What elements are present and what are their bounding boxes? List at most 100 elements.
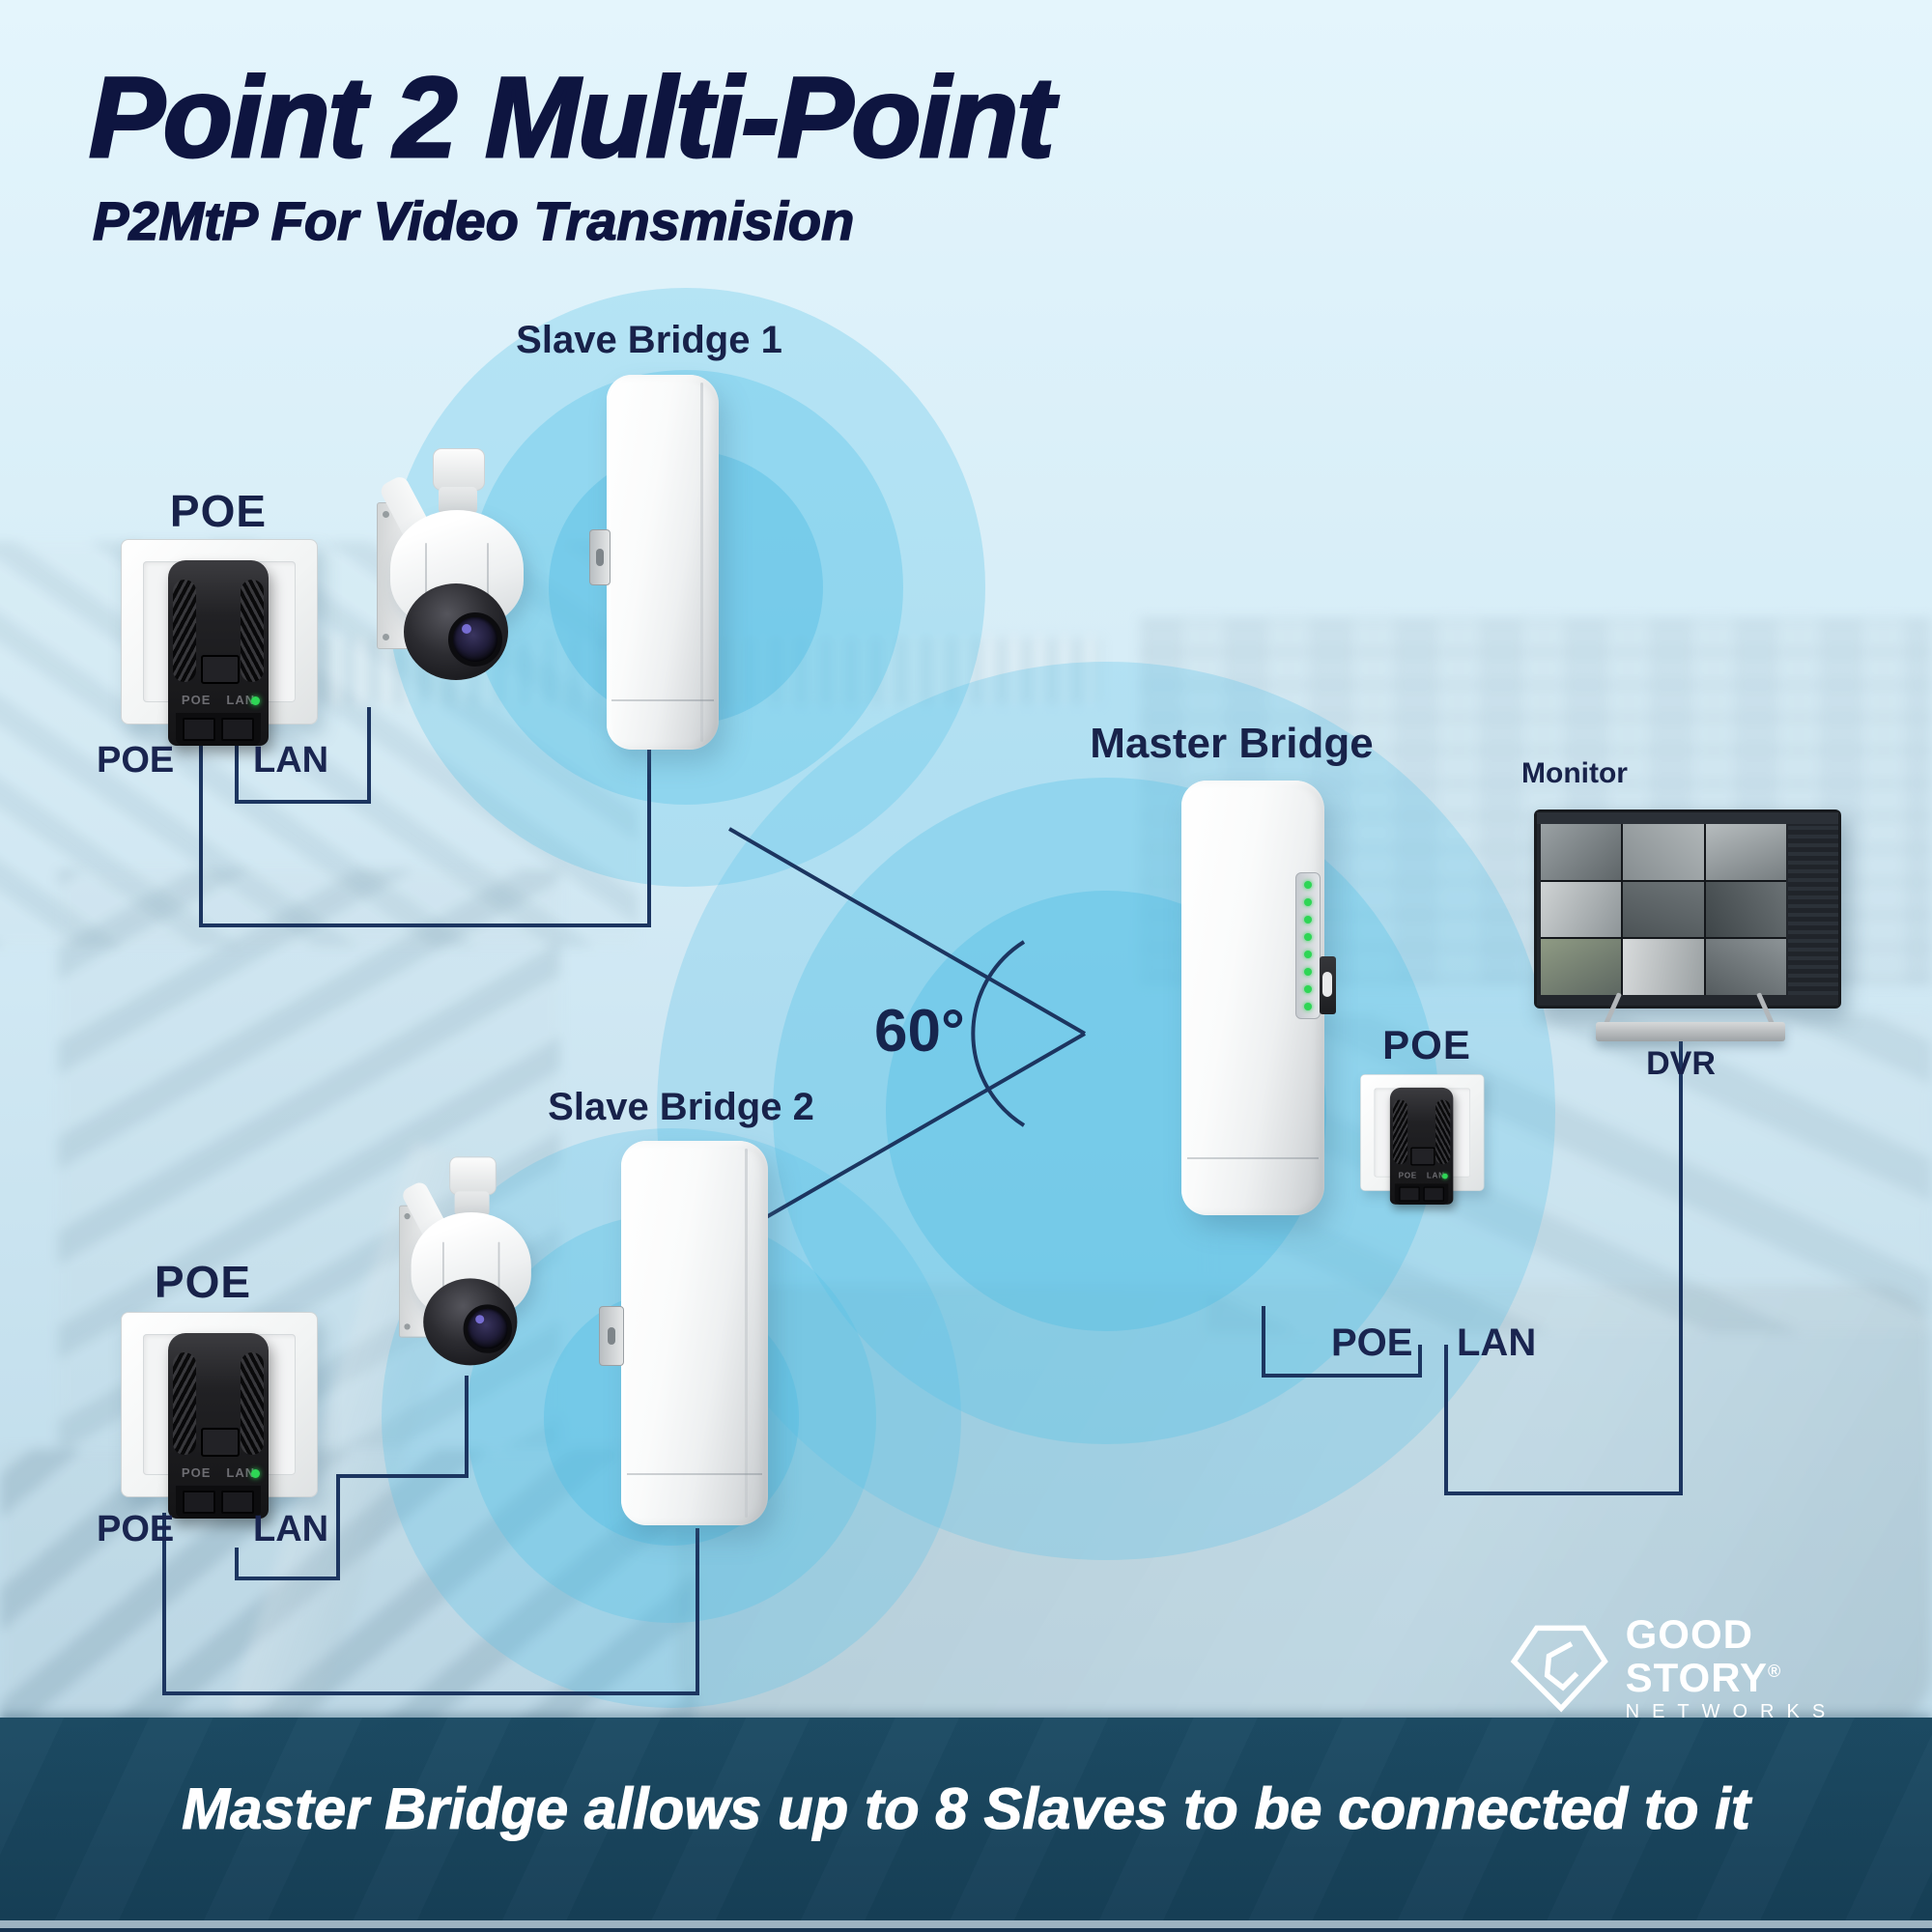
cctv-feed	[1623, 939, 1704, 995]
injector-poe-text: POE	[181, 1465, 212, 1480]
master-bridge-device	[1181, 781, 1324, 1215]
camera-cap	[449, 1156, 497, 1195]
page-title: Point 2 Multi-Point	[88, 54, 1057, 183]
bridge-seam	[611, 698, 715, 701]
injector-lan-text: LAN	[1426, 1171, 1445, 1180]
poe-port-label-3: POE	[1331, 1321, 1413, 1364]
line-lan-to-dvr	[1444, 1022, 1683, 1495]
green-led	[1304, 985, 1312, 993]
rj45-ports	[176, 1486, 261, 1519]
lan-port-label-3: LAN	[1457, 1321, 1537, 1364]
poe-injector-device: POE LAN	[1389, 1087, 1454, 1205]
green-led	[1304, 951, 1312, 958]
monitor-label: Monitor	[1521, 757, 1628, 789]
slave-bridge-2-label: Slave Bridge 2	[548, 1086, 814, 1128]
rj45-port	[1423, 1186, 1445, 1202]
poe-injector-unit-1: POE LAN	[121, 539, 318, 761]
poe-port-label-1: POE	[97, 740, 175, 781]
poe-injector-unit-3: POE LAN	[1360, 1074, 1485, 1214]
monitor-statusbar	[1537, 995, 1838, 1006]
green-led	[1304, 916, 1312, 923]
line-lan-to-camera1	[235, 707, 371, 804]
footer-strip-light	[0, 1920, 1932, 1928]
rj45-port	[221, 718, 255, 741]
monitor-stand-base	[1596, 1022, 1785, 1041]
page-subtitle: P2MtP For Video Transmision	[92, 189, 855, 252]
bridge-seam	[1186, 1156, 1320, 1159]
injector-poe-text: POE	[181, 693, 212, 707]
poe-injector-unit-2: POE LAN	[121, 1312, 318, 1534]
angle-60-label: 60°	[874, 998, 965, 1065]
camera-cap	[433, 448, 485, 491]
injector-lan-text: LAN	[226, 693, 256, 707]
poe-injector-device: POE LAN	[168, 1333, 269, 1519]
poe-injector-device: POE LAN	[168, 560, 269, 746]
brand-logo: GOOD STORY® NETWORKS	[1507, 1613, 1913, 1722]
camera-neck	[439, 487, 477, 514]
camera-lens-icon	[463, 1304, 512, 1353]
green-led	[1304, 898, 1312, 906]
vent-grille	[173, 1352, 196, 1455]
reset-window	[201, 1428, 240, 1457]
green-power-led	[251, 696, 260, 705]
monitor-toolbar	[1537, 812, 1838, 824]
green-led	[1304, 968, 1312, 976]
footer-strip-dark	[0, 1928, 1932, 1932]
line-lan-to-camera2	[235, 1376, 469, 1580]
cctv-feed	[1541, 824, 1622, 880]
bottom-banner: Master Bridge allows up to 8 Slaves to b…	[0, 1718, 1932, 1920]
angle-arc	[971, 940, 1026, 1127]
rj45-ports	[1394, 1183, 1449, 1205]
rj45-port	[1399, 1186, 1420, 1202]
vent-grille	[241, 580, 264, 682]
rj45-port	[182, 1491, 215, 1514]
poe-port-label-2: POE	[97, 1509, 175, 1549]
bridge-edge-line	[744, 1148, 748, 1519]
bridge-seam	[627, 1473, 762, 1476]
vent-grille	[1393, 1099, 1408, 1165]
bridge-1-mount-tab	[589, 529, 611, 585]
logo-name: GOOD STORY	[1625, 1611, 1768, 1700]
cctv-feed	[1705, 881, 1786, 938]
injector-poe-text: POE	[1398, 1171, 1417, 1180]
reset-window	[1410, 1147, 1435, 1166]
rj45-port	[182, 718, 215, 741]
cctv-monitor	[1534, 810, 1841, 1009]
vent-grille	[1435, 1099, 1451, 1165]
ptz-camera-2	[399, 1151, 538, 1374]
lan-port-label-2: LAN	[253, 1509, 329, 1549]
rj45-port	[221, 1491, 255, 1514]
master-bridge-latch	[1320, 956, 1336, 1014]
cctv-feed	[1623, 824, 1704, 880]
cctv-feed	[1541, 881, 1622, 938]
cctv-feed	[1541, 939, 1622, 995]
green-power-led	[1442, 1173, 1448, 1179]
camera-lens-icon	[448, 612, 502, 667]
signal-ring-mid	[773, 778, 1439, 1444]
poe-heading-2: POE	[154, 1257, 252, 1307]
bridge-2-mount-tab	[599, 1306, 624, 1366]
green-led	[1304, 933, 1312, 941]
logo-mark-icon	[1510, 1625, 1608, 1713]
slave-bridge-1-device	[607, 375, 719, 750]
slave-bridge-1-label: Slave Bridge 1	[516, 319, 782, 361]
lan-port-label-1: LAN	[253, 740, 329, 781]
dvr-label: DVR	[1646, 1045, 1716, 1082]
rj45-ports	[176, 713, 261, 746]
master-bridge-label: Master Bridge	[1090, 720, 1374, 767]
slave-bridge-2-device	[621, 1141, 768, 1525]
camera-neck	[454, 1191, 490, 1216]
green-led	[1304, 881, 1312, 889]
angle-ray-lower	[728, 1032, 1086, 1240]
line-master-to-poe	[1262, 1306, 1422, 1378]
line-poe-to-bridge2	[162, 1513, 699, 1695]
cctv-feed	[1623, 881, 1704, 938]
injector-lan-text: LAN	[226, 1465, 256, 1480]
cctv-grid	[1541, 824, 1786, 995]
poe-heading-1: POE	[169, 486, 268, 536]
vent-grille	[241, 1352, 264, 1455]
ptz-camera-1	[377, 442, 531, 689]
cctv-feed	[1705, 824, 1786, 880]
